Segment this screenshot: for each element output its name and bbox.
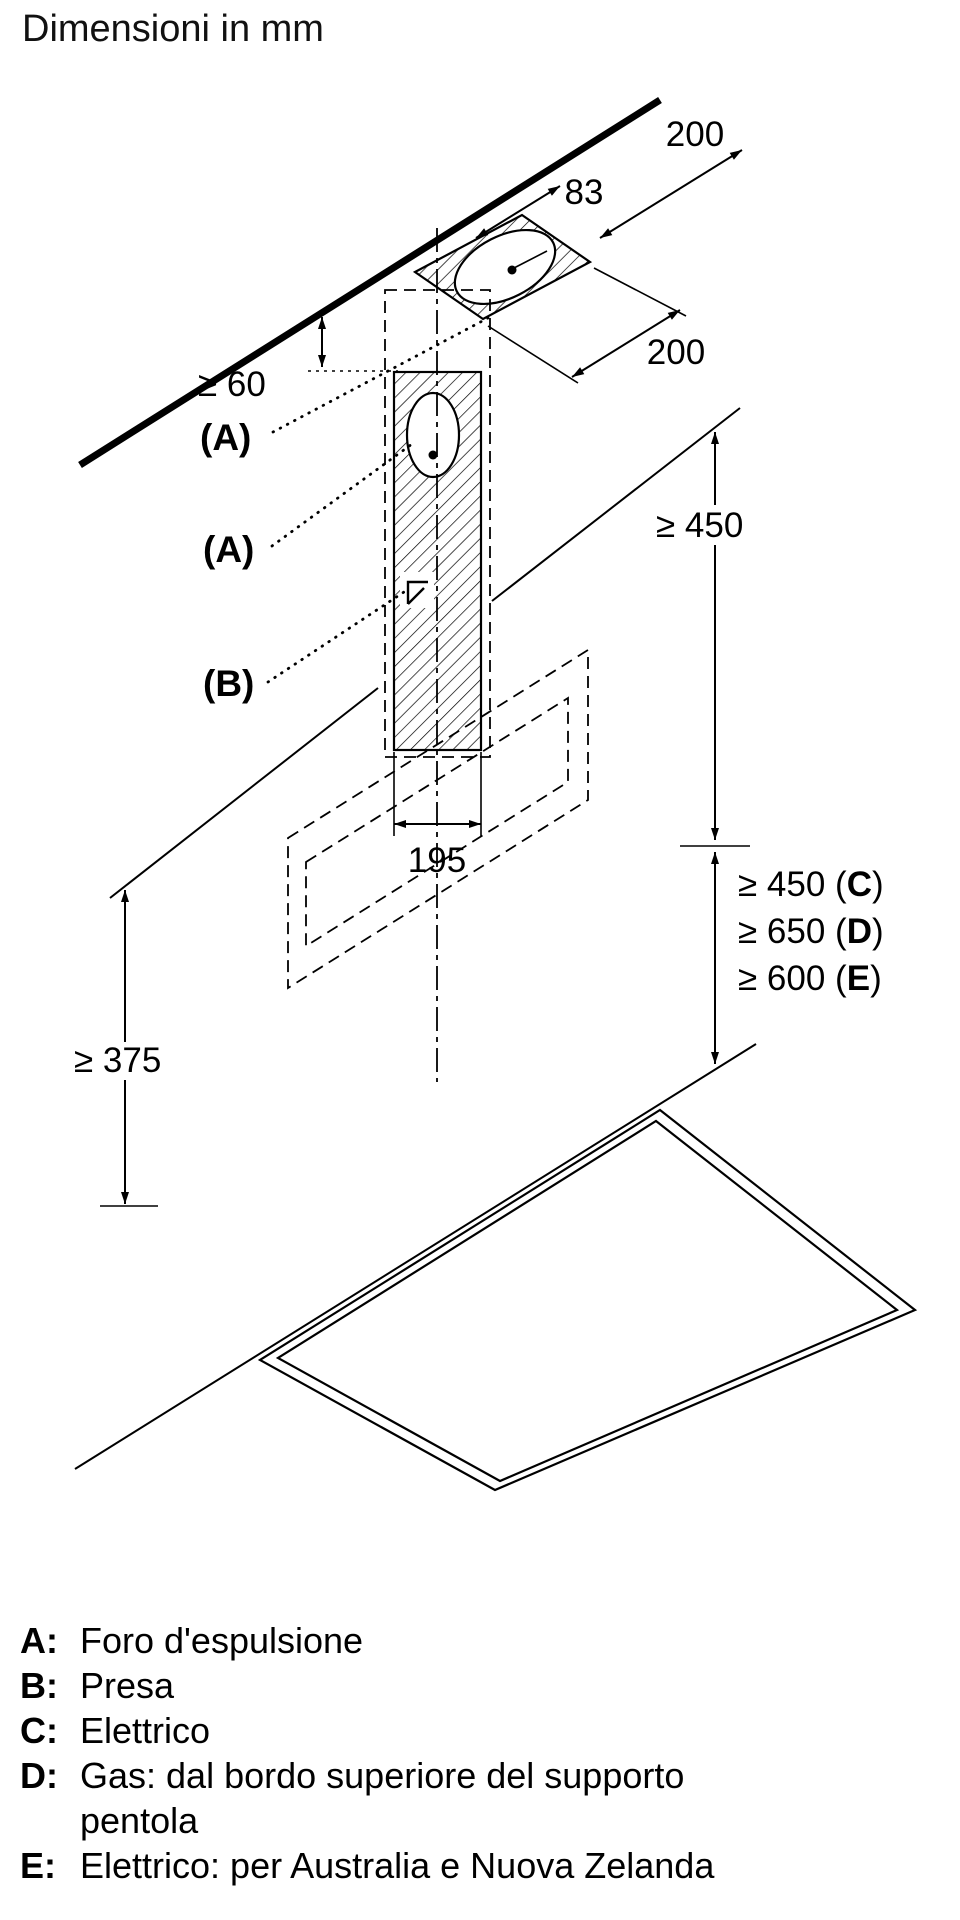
wall-line-upper-right	[491, 407, 741, 602]
legend-key-b: B:	[20, 1665, 58, 1706]
clearance-anz-post: )	[870, 959, 882, 998]
ceiling-line	[78, 97, 662, 468]
callout-a-top-leader	[271, 316, 490, 434]
duct-center-tick	[513, 250, 548, 269]
page-title: Dimensioni in mm	[22, 8, 324, 50]
legend-item-b: B: Presa	[20, 1663, 942, 1708]
dim-top-width-ext2	[593, 267, 687, 317]
callout-a-front-leader	[270, 442, 414, 548]
clearance-anz-key: E	[847, 959, 870, 998]
dim-duct-offset-label: 83	[565, 173, 604, 212]
clearance-electric-post: )	[872, 865, 884, 904]
legend-item-d: D: Gas: dal bordo superiore del supporto…	[20, 1753, 942, 1843]
dim-top-width-ext1	[487, 325, 579, 384]
cooktop	[257, 1108, 918, 1492]
clearance-gas-post: )	[872, 912, 884, 951]
legend-text-b: Presa	[80, 1665, 175, 1706]
dimensions: 200 83 200 ≥ 60 ≥ 450 ≥ 450 (C) ≥ 650 (D…	[68, 115, 884, 1207]
hood-dashed-body	[287, 648, 589, 990]
callout-b-label: (B)	[203, 663, 254, 704]
dim-top-width-label: 200	[647, 333, 705, 372]
legend-key-c: C:	[20, 1710, 58, 1751]
dim-chimney-height-label: ≥ 450	[656, 506, 743, 545]
clearance-electric-key: C	[847, 865, 872, 904]
clearance-gas-key: D	[847, 912, 872, 951]
dim-min-side-label: ≥ 375	[74, 1041, 161, 1080]
legend-item-c: C: Elettrico	[20, 1708, 942, 1753]
legend-item-e: E: Elettrico: per Australia e Nuova Zela…	[20, 1843, 942, 1888]
callouts: (A) (A) (B)	[200, 316, 490, 704]
cooktop-plane-line	[74, 1043, 757, 1470]
ceiling-duct-opening	[412, 213, 593, 321]
legend-key-d: D:	[20, 1755, 58, 1796]
legend-item-a: A: Foro d'espulsione	[20, 1618, 942, 1663]
socket-symbol	[400, 572, 434, 608]
dim-duct-offset-arrow	[475, 185, 561, 239]
legend-text-e: Elettrico: per Australia e Nuova Zelanda	[80, 1845, 715, 1886]
legend-text-a: Foro d'espulsione	[80, 1620, 364, 1661]
clearance-electric-label: ≥ 450 (C)	[738, 865, 884, 904]
legend-key-a: A:	[20, 1620, 58, 1661]
dimension-diagram: 200 83 200 ≥ 60 ≥ 450 ≥ 450 (C) ≥ 650 (D…	[68, 97, 918, 1492]
legend-text-d: Gas: dal bordo superiore del supporto pe…	[80, 1755, 685, 1841]
legend-text-c: Elettrico	[80, 1710, 211, 1751]
exhaust-hole-front	[405, 391, 461, 479]
dim-top-depth-label: 200	[666, 115, 724, 154]
wall-line-lower-left	[109, 687, 379, 899]
exhaust-hole-dot	[428, 450, 438, 460]
dim-ceiling-gap-label: ≥ 60	[198, 365, 266, 404]
legend-key-e: E:	[20, 1845, 56, 1886]
clearance-electric-pre: ≥ 450 (	[738, 865, 847, 904]
clearance-gas-label: ≥ 650 (D)	[738, 912, 884, 951]
dim-top-depth-arrow	[599, 149, 743, 239]
callout-a-top-label: (A)	[200, 417, 251, 458]
duct-opening-hole	[453, 228, 557, 306]
callout-a-front-label: (A)	[203, 529, 254, 570]
dim-top-width-arrow	[571, 309, 681, 378]
callout-b-leader	[266, 590, 406, 684]
dim-duct-width-label: 195	[408, 841, 466, 880]
clearance-gas-pre: ≥ 650 (	[738, 912, 847, 951]
clearance-anz-pre: ≥ 600 (	[738, 959, 847, 998]
clearance-anz-label: ≥ 600 (E)	[738, 959, 882, 998]
legend: A: Foro d'espulsione B: Presa C: Elettri…	[20, 1618, 942, 1888]
